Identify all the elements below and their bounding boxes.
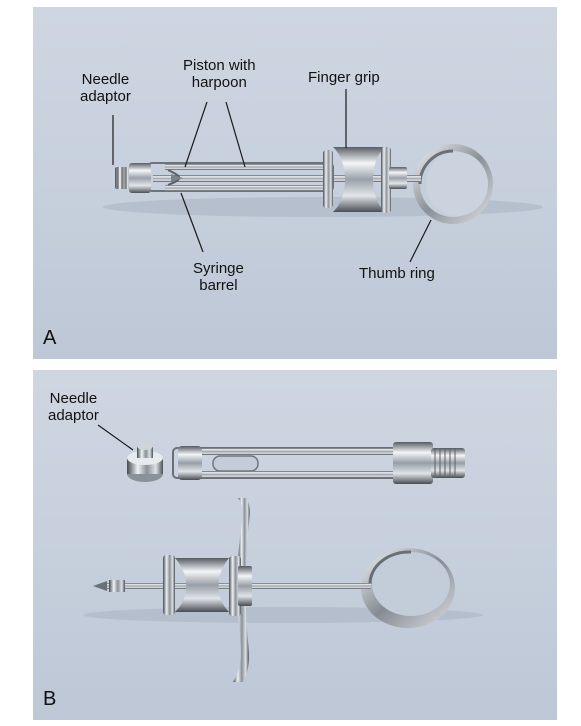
panel-b: Needle adaptor B <box>33 370 557 720</box>
label-finger-grip: Finger grip <box>308 69 380 86</box>
leader-line <box>97 424 134 451</box>
finger-grip <box>323 147 407 213</box>
needle-adaptor <box>127 442 163 482</box>
harpoon-tip <box>93 581 107 591</box>
needle-adaptor <box>115 163 151 193</box>
panel-letter-a: A <box>43 327 57 349</box>
thumb-ring <box>361 548 455 628</box>
assembled-syringe-photo <box>103 89 543 263</box>
panel-letter-b: B <box>43 688 57 710</box>
syringe-barrel <box>172 442 465 484</box>
label-needle-adaptor: Needle adaptor <box>48 390 99 424</box>
panel-a: Needle adaptor Piston with harpoon Finge… <box>33 7 557 359</box>
thumb-ring <box>413 144 493 224</box>
label-syringe-barrel: Syringe barrel <box>193 260 244 294</box>
finger-grip <box>163 498 252 682</box>
disassembled-syringe-photo <box>83 424 483 682</box>
piston-rod <box>153 175 421 182</box>
label-needle-adaptor: Needle adaptor <box>80 71 131 105</box>
label-thumb-ring: Thumb ring <box>359 265 435 282</box>
harpoon-tip <box>171 174 183 182</box>
label-piston-with-harpoon: Piston with harpoon <box>183 57 256 91</box>
leader-lines <box>112 89 432 263</box>
